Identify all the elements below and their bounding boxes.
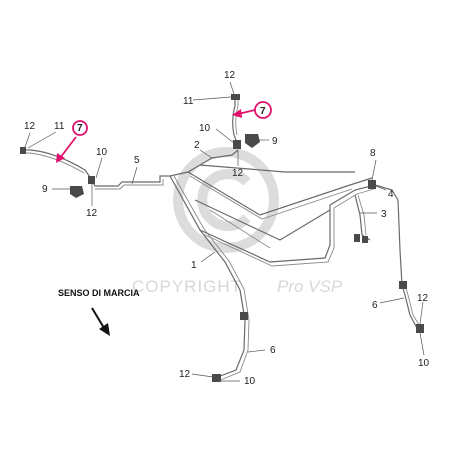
callout-12-bottom: 12	[179, 369, 191, 380]
pipe-2	[169, 149, 239, 177]
top-hose	[232, 98, 239, 146]
callout-7-left: 7	[77, 123, 83, 134]
left-hose	[24, 149, 93, 181]
callout-10-top: 10	[199, 123, 211, 134]
fitting-right-top	[399, 281, 407, 289]
pipe-5	[91, 175, 170, 187]
direction-arrow-icon	[91, 307, 110, 336]
fitting-bottom-end	[212, 374, 221, 382]
callout-2: 2	[194, 140, 200, 151]
fitting-top-hose-end	[231, 94, 240, 100]
pipe-3	[354, 194, 371, 241]
callout-7-top: 7	[260, 106, 266, 117]
highlight-arrow-left-icon	[56, 153, 65, 163]
callout-8: 8	[370, 148, 376, 159]
junction-3-fitting	[354, 234, 360, 242]
callout-9-top: 9	[272, 136, 278, 147]
fitting-left-hose-caliper	[88, 176, 95, 184]
callout-12-left-bottom: 12	[86, 208, 98, 219]
fitting-bottom-clip	[240, 312, 248, 320]
highlight-arrow-top-icon	[232, 109, 242, 118]
callout-4: 4	[388, 189, 394, 200]
top-caliper-icon	[245, 134, 260, 148]
callout-11-left: 11	[54, 121, 65, 132]
callout-12-top-bottom: 12	[232, 168, 244, 179]
callout-3: 3	[381, 209, 387, 220]
callout-12-top-top: 12	[224, 70, 236, 81]
fitting-right-bottom	[416, 324, 424, 333]
callout-12-left-top: 12	[24, 121, 36, 132]
callout-1: 1	[191, 260, 197, 271]
pipe-1	[169, 175, 246, 379]
fittings	[20, 94, 424, 382]
pipe-4	[199, 184, 403, 286]
callout-9-left: 9	[42, 184, 48, 195]
left-caliper-icon	[70, 186, 84, 198]
brake-pipes	[24, 98, 422, 382]
fitting-top-hose-caliper	[233, 140, 241, 149]
callout-5: 5	[134, 155, 140, 166]
leader-lines	[24, 81, 425, 382]
highlight-7-top	[232, 101, 272, 119]
callout-7-left-circle	[72, 120, 88, 136]
callout-6-bottom: 6	[270, 345, 276, 356]
right-hose	[401, 284, 419, 331]
callout-6-right: 6	[372, 300, 378, 311]
callout-10-right: 10	[418, 358, 430, 369]
fitting-left-hose-end	[20, 147, 26, 154]
callout-10-bottom: 10	[244, 376, 256, 387]
callout-10-left: 10	[96, 147, 108, 158]
direction-label: SENSO DI MARCIA	[58, 288, 140, 298]
highlight-7-left	[56, 120, 88, 163]
copyright-watermark-icon	[173, 147, 279, 253]
callout-12-right: 12	[417, 293, 429, 304]
watermark-copyright-text: COPYRIGHT	[132, 277, 242, 296]
junction-block	[368, 180, 376, 189]
callout-11-top: 11	[183, 96, 194, 107]
watermark-brand-text: Pro VSP	[277, 277, 343, 296]
